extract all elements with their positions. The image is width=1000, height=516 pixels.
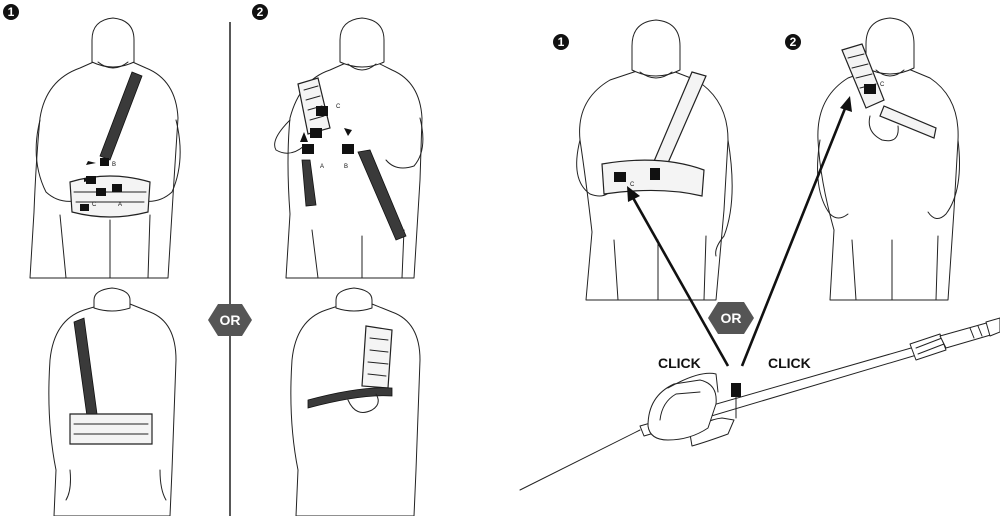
step-number: 1 bbox=[558, 35, 565, 49]
part-label: A bbox=[320, 164, 324, 170]
step-badge-right-2: 2 bbox=[785, 34, 801, 50]
shoulder-pad bbox=[297, 77, 331, 135]
arrow-icon bbox=[300, 132, 308, 142]
waist-belt bbox=[69, 413, 153, 445]
connection-arrow-left bbox=[627, 186, 730, 367]
figure-front-step1: B C A bbox=[29, 17, 181, 279]
step-badge-left-1: 1 bbox=[3, 4, 19, 20]
buckle-icon bbox=[302, 144, 314, 154]
buckle-icon bbox=[650, 168, 660, 180]
buckle-icon bbox=[316, 106, 328, 116]
arrow-icon bbox=[84, 178, 92, 182]
part-label: C bbox=[880, 82, 885, 88]
figure-front-step2: C A B bbox=[274, 17, 424, 279]
shoulder-pad-back bbox=[361, 325, 393, 389]
step-number: 2 bbox=[790, 35, 797, 49]
or-label: OR bbox=[220, 312, 241, 328]
buckle-icon bbox=[614, 172, 626, 182]
connector-icon bbox=[731, 383, 741, 397]
part-label: B bbox=[344, 164, 348, 170]
or-label: OR bbox=[721, 310, 742, 326]
buckle-icon bbox=[112, 184, 122, 192]
buckle-icon bbox=[80, 204, 89, 211]
or-badge-left: OR bbox=[208, 304, 252, 336]
part-label: C bbox=[92, 202, 97, 208]
trigger-handle bbox=[647, 379, 717, 441]
click-label-right: CLICK bbox=[768, 355, 811, 371]
part-label: C bbox=[630, 182, 635, 188]
buckle-icon bbox=[342, 144, 354, 154]
figure-right-step2: C bbox=[817, 17, 960, 301]
arrow-icon bbox=[86, 161, 96, 165]
buckle-icon bbox=[310, 128, 322, 138]
step-badge-left-2: 2 bbox=[252, 4, 268, 20]
or-badge-right: OR bbox=[708, 302, 754, 334]
step-number: 2 bbox=[257, 5, 264, 19]
step-badge-right-1: 1 bbox=[553, 34, 569, 50]
part-label: B bbox=[112, 162, 116, 168]
figure-back-harness bbox=[48, 287, 177, 516]
buckle-icon bbox=[100, 158, 109, 166]
figure-right-step1: C bbox=[576, 19, 733, 301]
click-label-left: CLICK bbox=[658, 355, 701, 371]
part-label: C bbox=[336, 104, 341, 110]
arrow-icon bbox=[344, 128, 352, 136]
arrow-icon bbox=[100, 190, 108, 194]
part-label: A bbox=[118, 202, 122, 208]
spray-wand bbox=[519, 317, 1000, 491]
step-number: 1 bbox=[8, 5, 15, 19]
shoulder-strap bbox=[99, 71, 143, 161]
connection-arrow-right bbox=[740, 96, 852, 367]
buckle-icon bbox=[864, 84, 876, 94]
figure-back-shoulder bbox=[290, 287, 421, 516]
